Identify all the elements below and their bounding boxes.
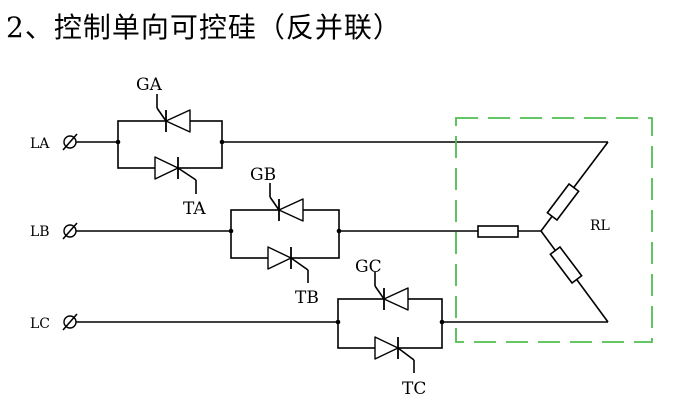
phase-c: LC GC TC	[30, 257, 608, 399]
gate-label-ga: GA	[136, 75, 163, 95]
scr-c-bottom	[374, 336, 415, 373]
terminal-label-lc: LC	[30, 316, 50, 332]
resistor-rl-a	[546, 182, 580, 222]
terminal-label-lb: LB	[30, 224, 50, 240]
scr-pair-a-frame	[117, 120, 223, 169]
load-rl: RL	[455, 117, 653, 343]
scr-b-bottom	[267, 246, 309, 283]
resistor-rl-c	[549, 245, 583, 285]
terminal-lb-icon	[62, 222, 78, 240]
terminal-lc-icon	[62, 313, 78, 331]
phase-a: LA GA TA	[30, 75, 608, 219]
scr-b-top	[269, 183, 304, 222]
phase-b: LB GB TB	[30, 165, 541, 308]
page-title: 2、控制单向可控硅（反并联）	[6, 11, 402, 44]
terminal-la-icon	[62, 133, 78, 151]
gate-label-gc: GC	[355, 257, 382, 277]
terminal-label-ta: TA	[183, 199, 206, 219]
terminal-label-tc: TC	[402, 379, 426, 399]
scr-a-bottom	[154, 156, 197, 194]
scr-c-top	[374, 272, 409, 311]
load-label-rl: RL	[590, 218, 610, 234]
scr-pair-b-frame	[230, 209, 340, 259]
terminal-label-tb: TB	[295, 288, 319, 308]
load-boundary-box	[455, 117, 653, 343]
terminal-label-la: LA	[30, 136, 50, 152]
resistor-rl-b	[477, 225, 519, 238]
scr-a-top	[156, 94, 191, 133]
gate-label-gb: GB	[250, 165, 276, 185]
scr-pair-c-frame	[337, 298, 443, 349]
